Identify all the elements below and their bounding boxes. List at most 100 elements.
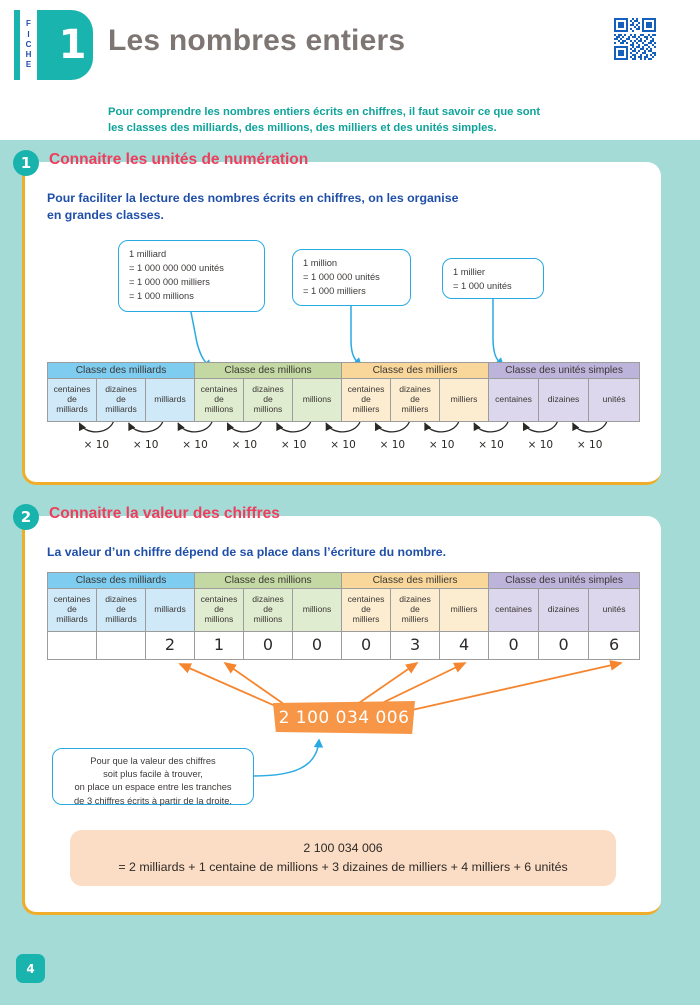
unit-line: de xyxy=(263,604,273,615)
unit-cell-centaines-de-millions: centaines de millions xyxy=(194,588,244,632)
class-header-unites: Classe des unités simples xyxy=(488,362,641,379)
section-1-card: 1 Connaitre les unités de numération Pou… xyxy=(13,150,661,485)
unit-line: centaines xyxy=(53,594,91,605)
unit-line: unités xyxy=(602,604,626,615)
unit-line: milliers xyxy=(450,604,478,615)
bubble-line: = 1 000 unités xyxy=(453,281,512,292)
fiche-number: 1 xyxy=(58,22,87,68)
x10-label: × 10 xyxy=(330,439,356,451)
unit-line: centaines xyxy=(200,384,238,395)
unit-cell-dizaines-de-millions: dizaines de millions xyxy=(243,378,293,422)
section-2-badge: 2 xyxy=(13,504,39,530)
unit-cell-unites: unités xyxy=(588,378,641,422)
bubble-line: de 3 chiffres écrits à partir de la droi… xyxy=(74,795,232,806)
unit-line: de xyxy=(410,394,420,405)
unit-cell-milliards: milliards xyxy=(145,588,195,632)
unit-line: milliers xyxy=(401,403,429,414)
class-header-milliards: Classe des milliards xyxy=(47,572,195,589)
unit-cell-centaines-de-milliers: centaines de milliers xyxy=(341,378,392,422)
unit-line: centaines xyxy=(200,594,238,605)
unit-line: millions xyxy=(204,613,234,624)
class-header-millions: Classe des millions xyxy=(193,362,343,379)
unit-line: de xyxy=(214,394,224,405)
x10-label: × 10 xyxy=(83,439,110,451)
fiche-letter: I xyxy=(27,29,30,39)
digit-cell: 0 xyxy=(243,631,293,660)
table-row-units: centaines de milliards dizaines de milli… xyxy=(47,378,641,422)
unit-cell-dizaines-de-milliards: dizaines de milliards xyxy=(96,378,146,422)
fiche-letter: E xyxy=(25,60,32,70)
unit-line: dizaines xyxy=(252,594,284,605)
x10-arc xyxy=(78,421,114,433)
unit-line: millions xyxy=(302,394,332,405)
digit-cell: 3 xyxy=(390,631,441,660)
bubble-line: 1 millier xyxy=(453,267,486,277)
summary-decomposition: = 2 milliards + 1 centaine de millions +… xyxy=(118,860,568,874)
x10-label: × 10 xyxy=(527,439,554,451)
unit-line: millions xyxy=(204,403,234,414)
bubble-line: Pour que la valeur des chiffres xyxy=(90,756,216,766)
unit-cell-milliers: milliers xyxy=(439,588,490,632)
digit-cell xyxy=(47,631,97,660)
section-2-lead-line-1: La valeur d’un chiffre dépend de sa plac… xyxy=(47,545,447,559)
unit-line: de xyxy=(67,604,77,615)
bubble-line: 1 million xyxy=(303,258,338,268)
fiche-letter: H xyxy=(25,50,32,60)
x10-label: × 10 xyxy=(132,439,159,451)
bubble-line: soit plus facile à trouver, xyxy=(103,769,203,780)
unit-line: de xyxy=(263,394,273,405)
bubble-millier: 1 millier = 1 000 unités xyxy=(442,258,544,299)
unit-line: de xyxy=(116,394,126,405)
unit-line: milliards xyxy=(154,604,186,615)
digit-cell: 2 xyxy=(145,631,195,660)
bubble-line: on place un espace entre les tranches xyxy=(74,782,232,793)
unit-cell-centaines-de-milliards: centaines de milliards xyxy=(47,588,97,632)
x10-arc xyxy=(177,421,213,433)
bubble-line: = 1 000 000 000 unités xyxy=(129,263,224,274)
fiche-letter: C xyxy=(25,39,32,49)
fiche-label: F I C H E xyxy=(20,10,37,80)
unit-line: dizaines xyxy=(105,594,137,605)
unit-cell-millions: millions xyxy=(291,588,343,632)
unit-cell-centaines: centaines xyxy=(488,378,540,422)
unit-line: centaines xyxy=(53,384,91,395)
section-2-card: 2 Connaitre la valeur des chiffres La va… xyxy=(13,504,661,915)
page-title: Les nombres entiers xyxy=(108,24,406,57)
unit-line: millions xyxy=(253,613,283,624)
digit-cell: 4 xyxy=(439,631,490,660)
summary-box: 2 100 034 006 = 2 milliards + 1 centaine… xyxy=(70,830,616,886)
unit-cell-centaines-de-milliers: centaines de milliers xyxy=(341,588,392,632)
x10-arc xyxy=(276,421,312,433)
unit-line: milliers xyxy=(450,394,478,405)
qr-code-icon[interactable] xyxy=(614,18,656,60)
section-1-lead-line-1: Pour faciliter la lecture des nombres éc… xyxy=(47,191,459,205)
number-banner: 2 100 034 006 xyxy=(273,701,415,734)
unit-line: de xyxy=(116,604,126,615)
digit-cell: 0 xyxy=(488,631,540,660)
unit-cell-dizaines: dizaines xyxy=(538,378,590,422)
unit-line: milliards xyxy=(56,403,88,414)
unit-line: de xyxy=(361,604,371,615)
intro-text: Pour comprendre les nombres entiers écri… xyxy=(108,104,660,136)
unit-cell-dizaines: dizaines xyxy=(538,588,590,632)
bubble-line: = 1 000 000 milliers xyxy=(129,277,210,288)
unit-line: milliers xyxy=(352,403,380,414)
unit-line: millions xyxy=(302,604,332,615)
digit-cell: 0 xyxy=(341,631,392,660)
unit-line: centaines xyxy=(495,604,532,615)
unit-line: de xyxy=(214,604,224,615)
unit-cell-centaines-de-milliards: centaines de milliards xyxy=(47,378,97,422)
bubble-espace: Pour que la valeur des chiffres soit plu… xyxy=(52,748,254,806)
class-header-milliers: Classe des milliers xyxy=(341,572,490,589)
unit-line: centaines xyxy=(347,384,385,395)
x10-label: × 10 xyxy=(379,439,406,451)
page-number: 4 xyxy=(16,954,45,983)
bubble-line: = 1 000 milliers xyxy=(303,286,366,297)
unit-line: de xyxy=(361,394,371,405)
class-header-millions: Classe des millions xyxy=(193,572,343,589)
unit-line: milliards xyxy=(105,613,137,624)
digit-cell: 0 xyxy=(291,631,343,660)
section-1-lead: Pour faciliter la lecture des nombres éc… xyxy=(47,190,643,224)
x10-arc xyxy=(325,421,361,433)
